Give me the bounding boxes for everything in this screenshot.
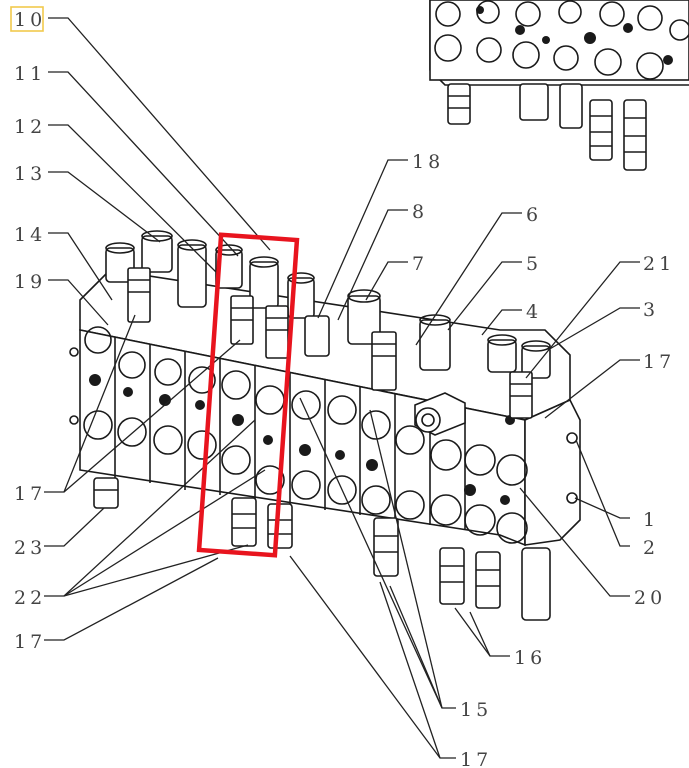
callout-15[interactable]: 15 xyxy=(460,699,492,721)
callout-10[interactable]: 10 xyxy=(14,9,46,31)
callout-13[interactable]: 13 xyxy=(14,163,46,185)
leader-lines xyxy=(44,17,640,759)
callout-14[interactable]: 14 xyxy=(14,224,46,246)
callout-7[interactable]: 7 xyxy=(412,253,428,275)
callout-18[interactable]: 18 xyxy=(412,151,444,173)
callout-17-bottom[interactable]: 17 xyxy=(460,749,492,768)
callout-19[interactable]: 19 xyxy=(14,271,46,293)
callout-3[interactable]: 3 xyxy=(643,299,659,321)
callout-6[interactable]: 6 xyxy=(526,204,542,226)
selected-callout-box[interactable] xyxy=(10,6,44,32)
bottom-cartridges xyxy=(93,477,551,621)
callout-16[interactable]: 16 xyxy=(514,647,546,669)
callout-5[interactable]: 5 xyxy=(526,253,542,275)
callout-23[interactable]: 23 xyxy=(14,537,46,559)
callout-11[interactable]: 11 xyxy=(14,63,46,85)
callout-17-left-top[interactable]: 17 xyxy=(14,483,46,505)
callout-17-left-bottom[interactable]: 17 xyxy=(14,631,46,653)
callout-labels: 10 11 12 13 14 19 17 23 22 17 18 8 6 7 5… xyxy=(14,9,675,768)
callout-8[interactable]: 8 xyxy=(412,201,428,223)
secondary-valve-view xyxy=(429,0,689,171)
callout-20[interactable]: 20 xyxy=(634,587,666,609)
top-cartridges xyxy=(105,230,551,419)
callout-12[interactable]: 12 xyxy=(14,116,46,138)
callout-21[interactable]: 21 xyxy=(643,253,675,275)
callout-1[interactable]: 1 xyxy=(643,509,659,531)
callout-4[interactable]: 4 xyxy=(526,301,542,323)
callout-17-right[interactable]: 17 xyxy=(643,351,675,373)
highlighted-section-frame xyxy=(196,232,300,558)
callout-2[interactable]: 2 xyxy=(643,537,659,559)
callout-22[interactable]: 22 xyxy=(14,587,46,609)
